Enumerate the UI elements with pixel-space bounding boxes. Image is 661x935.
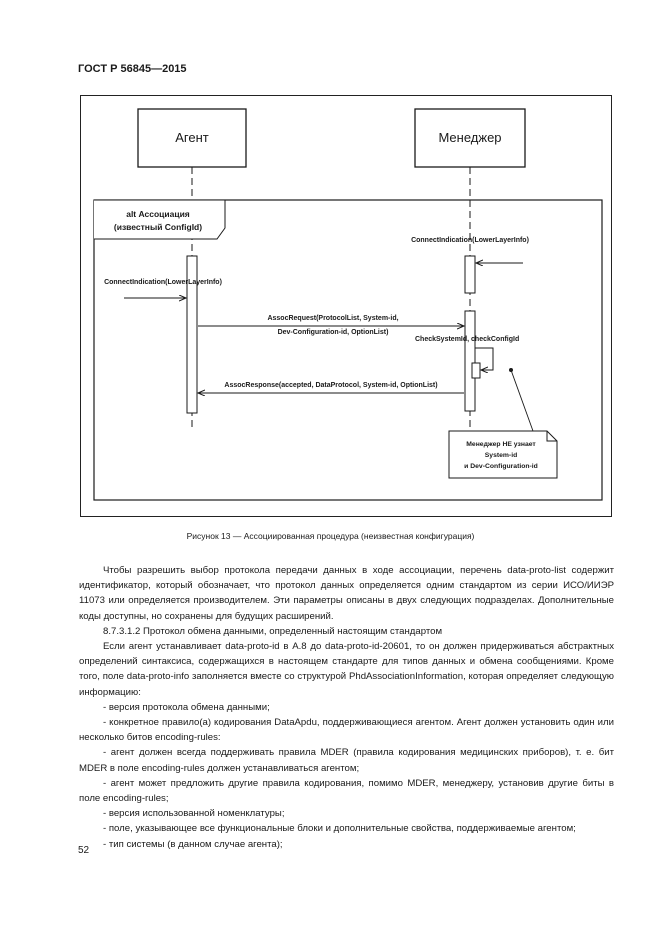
list-item: - тип системы (в данном случае агента); xyxy=(103,838,283,850)
note-anchor-dot xyxy=(509,368,513,372)
note-line-1: Менеджер НЕ узнает xyxy=(466,441,536,448)
list-item: - версия использованной номенклатуры; xyxy=(103,808,285,820)
agent-label: Агент xyxy=(175,130,209,145)
list-item: - агент должен всегда поддерживать прави… xyxy=(79,747,614,774)
msg-check-arrow xyxy=(475,347,494,370)
list-item: - конкретное правило(а) кодирования Data… xyxy=(79,717,614,744)
alt-frame-label-1: alt Ассоциация xyxy=(126,209,190,219)
sequence-diagram-svg: Агент Менеджер alt Ассоциация (известный… xyxy=(93,108,603,501)
note-box xyxy=(448,430,558,479)
manager-label: Менеджер xyxy=(438,130,501,145)
note-line-2: System-id xyxy=(485,452,517,459)
note-connector xyxy=(510,369,534,432)
msg-assoc-request-label-2: Dev-Configuration-id, OptionList) xyxy=(278,329,389,336)
manager-activation-bar-1 xyxy=(464,255,476,294)
paragraph: Чтобы разрешить выбор протокола передачи… xyxy=(79,565,614,622)
msg-connect-agent-label: ConnectIndication(LowerLayerInfo) xyxy=(104,279,222,286)
list-item: - версия протокола обмена данными; xyxy=(103,701,270,713)
msg-check-label: CheckSystemId, checkConfigId xyxy=(415,336,519,343)
list-item: - агент может предложить другие правила … xyxy=(79,777,614,805)
note-line-3: и Dev-Configuration-id xyxy=(464,463,538,470)
sequence-diagram: Агент Менеджер alt Ассоциация (известный… xyxy=(80,95,612,517)
alt-frame-label-2: (известный ConfigId) xyxy=(114,222,202,232)
note-fold xyxy=(546,431,557,442)
agent-activation-bar xyxy=(186,255,198,414)
body-text: Чтобы разрешить выбор протокола передачи… xyxy=(79,563,614,852)
msg-assoc-response-label: AssocResponse(accepted, DataProtocol, Sy… xyxy=(224,382,437,389)
manager-lifeline-box xyxy=(414,108,526,168)
manager-activation-bar-2 xyxy=(464,310,476,412)
msg-connect-manager-label: ConnectIndication(LowerLayerInfo) xyxy=(411,237,529,244)
msg-assoc-request-label-1: AssocRequest(ProtocolList, System-id, xyxy=(267,315,398,322)
figure-caption: Рисунок 13 — Ассоциированная процедура (… xyxy=(186,531,475,541)
alt-frame-tab xyxy=(94,199,226,240)
page-number: 52 xyxy=(78,845,90,856)
manager-self-activation xyxy=(471,362,481,379)
agent-lifeline-box xyxy=(137,108,247,168)
alt-frame xyxy=(93,199,603,501)
list-item: - поле, указывающее все функциональные б… xyxy=(103,823,576,835)
paragraph: Если агент устанавливает data-proto-id в… xyxy=(79,641,614,698)
subsection-heading: 8.7.3.1.2 Протокол обмена данными, опред… xyxy=(103,625,443,637)
document-header: ГОСТ Р 56845—2015 xyxy=(78,63,187,75)
